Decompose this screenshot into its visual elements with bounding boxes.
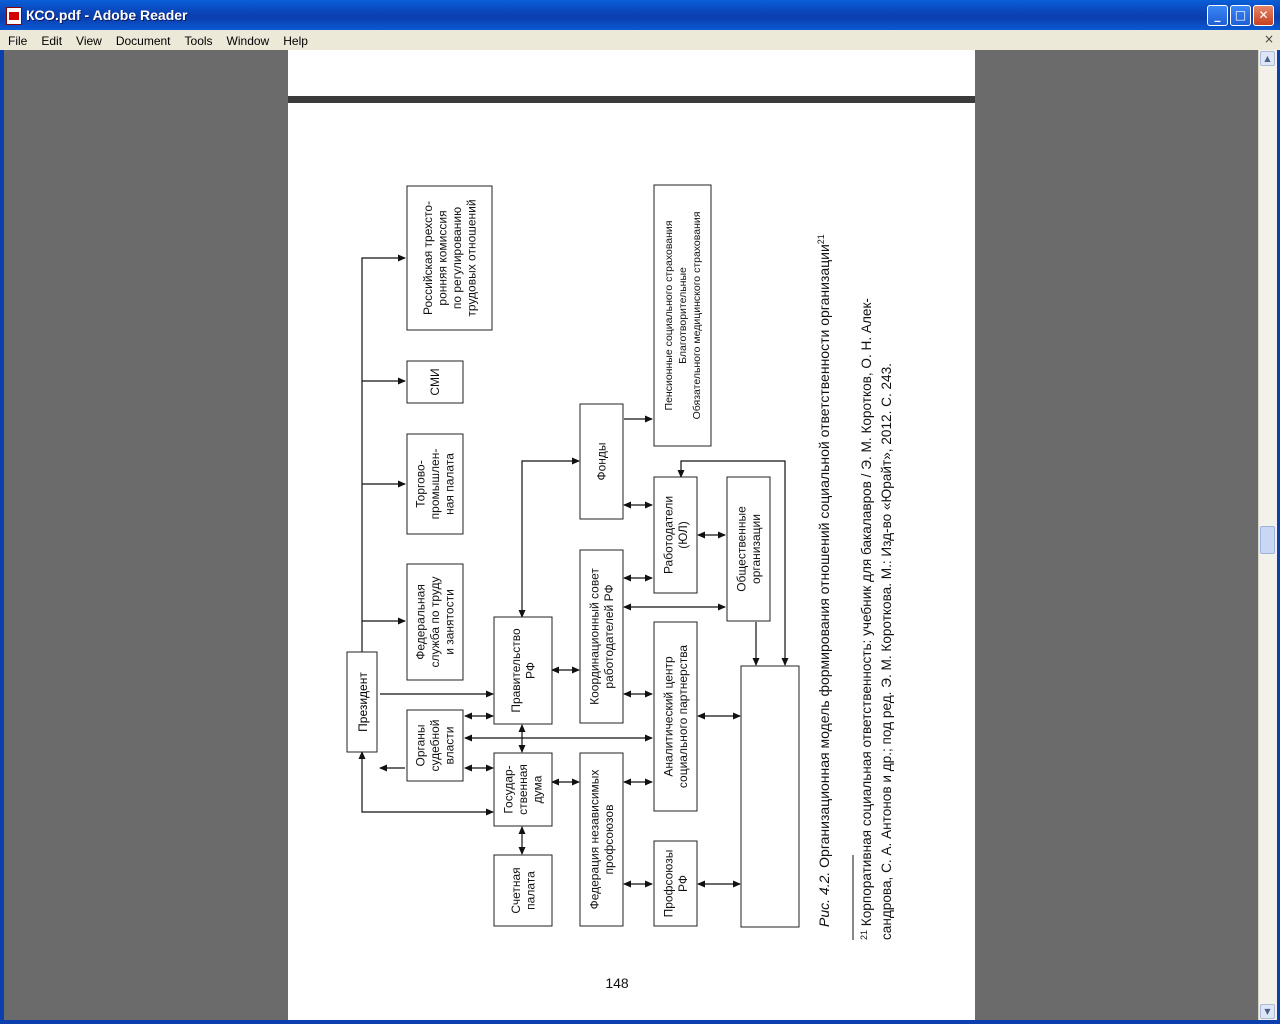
label-judicial: Органысудебнойвласти [414, 719, 457, 771]
previous-page [288, 50, 975, 96]
box-coord-council: Координационный советработодателей РФ [579, 549, 624, 724]
diagram-boxes: Российская трехсто-ронняя комиссияпо рег… [406, 184, 777, 927]
box-chamber: Торгово-промышлен-ная палата [406, 433, 464, 535]
page-separator [288, 96, 975, 103]
box-funds: Фонды [579, 403, 624, 520]
close-button[interactable]: ✕ [1253, 5, 1274, 26]
label-funds: Фонды [595, 442, 609, 480]
box-duma: Государ-ственнаядума [493, 752, 553, 827]
box-tripartite: Российская трехсто-ронняя комиссияпо рег… [406, 185, 493, 331]
menu-bar: File Edit View Document Tools Window Help × [0, 30, 1280, 50]
box-government: ПравительствоРФ [493, 616, 553, 725]
label-public-orgs: Общественныеорганизации [734, 506, 763, 592]
vertical-scrollbar[interactable]: ▲ ▼ [1258, 50, 1277, 1020]
label-analytic-center: Аналитический центрсоциального партнерст… [661, 645, 690, 789]
box-judicial: Органысудебнойвласти [406, 709, 464, 782]
label-federation: Федерация независимыхпрофсоюзов [587, 770, 616, 910]
box-president: Президент [346, 651, 378, 753]
scroll-up-icon[interactable]: ▲ [1260, 51, 1275, 66]
window-frame-left [0, 50, 4, 1020]
menu-edit[interactable]: Edit [41, 34, 63, 48]
box-smi: СМИ [406, 360, 464, 404]
menu-help[interactable]: Help [283, 34, 308, 48]
box-public-orgs: Общественныеорганизации [726, 476, 771, 622]
box-unions: ПрофсоюзыРФ [653, 840, 698, 927]
figure-caption: Рис. 4.2. Организационная модель формиро… [816, 234, 832, 927]
pdf-file-icon [6, 7, 22, 25]
label-employers: Работодатели(ЮЛ) [661, 496, 690, 574]
label-chamber: Торгово-промышлен-ная палата [414, 449, 457, 520]
page-number: 148 [605, 975, 629, 991]
scroll-down-icon[interactable]: ▼ [1260, 1004, 1275, 1019]
label-tripartite: Российская трехсто-ронняя комиссияпо рег… [421, 199, 479, 316]
menu-file[interactable]: File [8, 34, 28, 48]
footnote-line-1: 21 Корпоративная социальная ответственно… [859, 298, 874, 940]
window-title: КСО.pdf - Adobe Reader [26, 7, 188, 23]
label-government: ПравительствоРФ [509, 628, 538, 713]
box-federation: Федерация независимыхпрофсоюзов [579, 752, 624, 927]
label-smi: СМИ [428, 368, 442, 395]
label-labor-service: Федеральнаяслужба по трудуи занятости [414, 576, 457, 667]
menu-view[interactable]: View [76, 34, 102, 48]
label-duma: Государ-ственнаядума [502, 764, 545, 815]
title-bar: КСО.pdf - Adobe Reader _ □ ✕ [0, 0, 1280, 30]
minimize-button[interactable]: _ [1207, 5, 1228, 26]
window-frame-right [1276, 50, 1280, 1020]
box-accounts: Счетнаяпалата [493, 854, 553, 927]
org-model-diagram: Президент Российская трехсто-ронняя коми… [346, 184, 894, 991]
box-analytic-center: Аналитический центрсоциального партнерст… [653, 621, 698, 812]
label-accounts: Счетнаяпалата [509, 867, 538, 913]
box-managers [740, 665, 800, 928]
pdf-page: Президент Российская трехсто-ронняя коми… [288, 103, 975, 1020]
document-close-icon[interactable]: × [1263, 32, 1275, 46]
window-frame-bottom [0, 1020, 1280, 1024]
diagram-connectors [358, 254, 789, 888]
label-president: Президент [356, 672, 370, 732]
label-coord-council: Координационный советработодателей РФ [587, 568, 616, 705]
box-employers: Работодатели(ЮЛ) [653, 476, 698, 594]
label-unions: ПрофсоюзыРФ [661, 850, 690, 918]
maximize-button[interactable]: □ [1230, 5, 1251, 26]
footnote-line-2: сандрова, С. А. Антонов и др.; под ред. … [879, 363, 894, 940]
document-viewport[interactable]: Президент Российская трехсто-ронняя коми… [4, 50, 1258, 1020]
box-labor-service: Федеральнаяслужба по трудуи занятости [406, 563, 464, 681]
menu-window[interactable]: Window [226, 34, 270, 48]
menu-document[interactable]: Document [115, 34, 171, 48]
scrollbar-thumb[interactable] [1260, 526, 1275, 554]
menu-tools[interactable]: Tools [184, 34, 213, 48]
